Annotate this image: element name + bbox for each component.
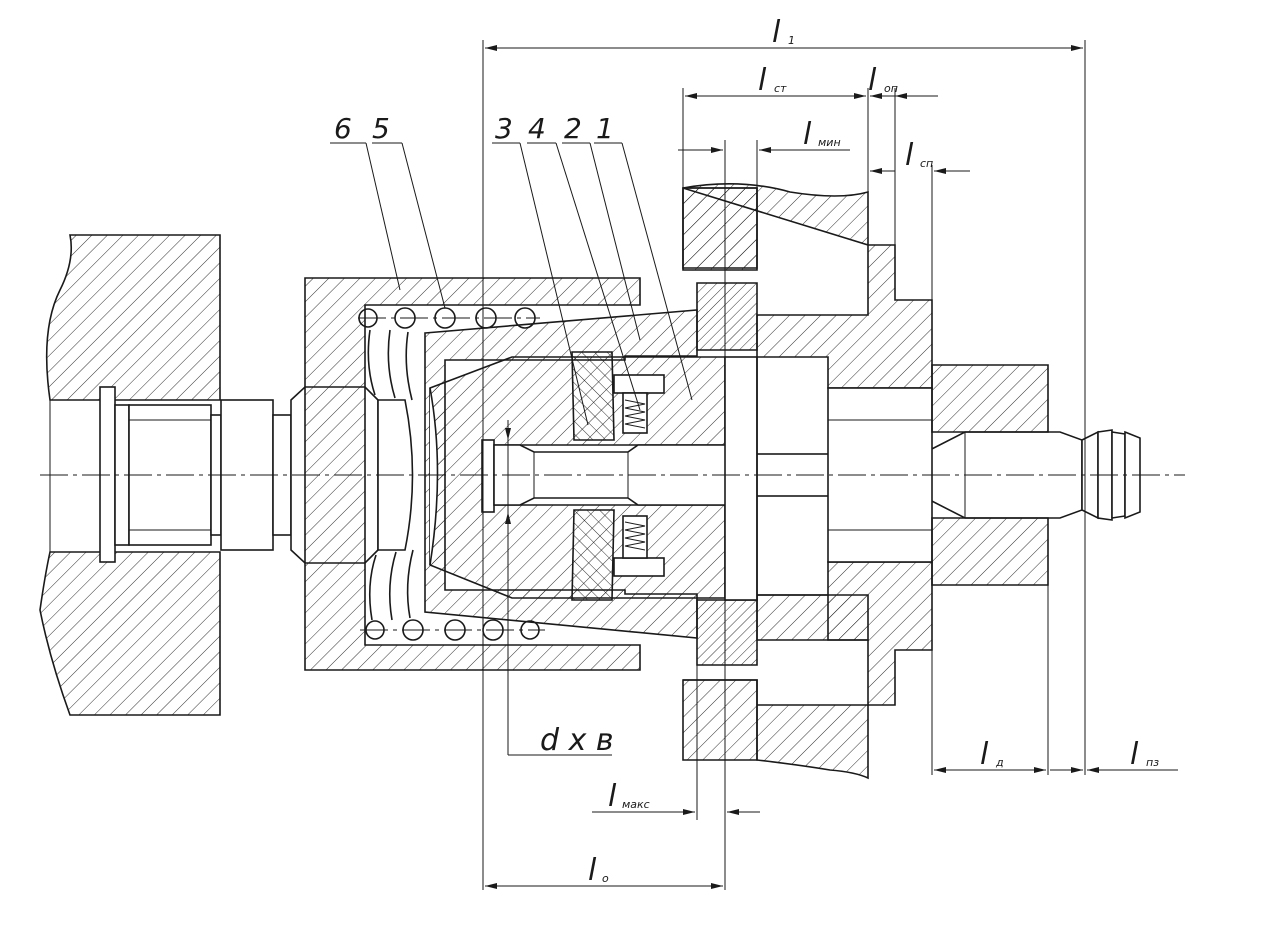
part-number-2: 2 (564, 112, 582, 145)
svg-text:l: l (772, 15, 781, 50)
svg-text:l: l (803, 117, 812, 152)
svg-text:l: l (980, 737, 989, 772)
part-leaders (330, 142, 693, 426)
spring-coils-bottom (360, 619, 545, 641)
part-number-1: 1 (596, 112, 614, 145)
svg-text:l: l (905, 138, 914, 173)
dim-label-lmax: l макс (608, 779, 650, 814)
svg-text:оп: оп (884, 82, 898, 95)
svg-text:макс: макс (622, 798, 650, 811)
dim-label-lop: l оп (868, 63, 898, 98)
plunger-pockets (613, 374, 665, 577)
part-number-4: 4 (528, 112, 546, 145)
dim-label-l0: l о (588, 853, 609, 888)
left-fixture (39, 234, 221, 716)
svg-text:l: l (608, 779, 617, 814)
dim-label-ld: l д (980, 737, 1004, 772)
dim-label-thread: d x в (540, 723, 614, 758)
guide-bushing (931, 364, 1049, 586)
svg-text:d x в: d x в (540, 723, 614, 758)
spring-side-coils (367, 329, 414, 621)
dim-label-lmin: l мин (803, 117, 841, 152)
part-number-3: 3 (495, 112, 513, 145)
svg-text:l: l (1130, 737, 1139, 772)
dimension-lines (482, 40, 1178, 890)
svg-text:пз: пз (1146, 756, 1159, 769)
spring-housing (304, 277, 641, 671)
svg-text:о: о (602, 872, 609, 885)
dim-label-lsp: l сп (905, 138, 933, 173)
svg-text:l: l (588, 853, 597, 888)
part-number-5: 5 (372, 112, 390, 145)
dim-label-l1: l 1 (772, 15, 795, 50)
dim-label-lst: l ст (758, 63, 787, 98)
svg-text:l: l (758, 63, 767, 98)
svg-text:l: l (868, 63, 877, 98)
part-number-6: 6 (334, 112, 352, 145)
svg-text:д: д (995, 756, 1004, 769)
svg-text:сп: сп (920, 157, 933, 170)
ring (571, 351, 615, 601)
svg-text:ст: ст (774, 82, 787, 95)
dim-label-lpz: l пз (1130, 737, 1159, 772)
svg-text:мин: мин (818, 136, 841, 149)
svg-text:1: 1 (788, 34, 795, 47)
